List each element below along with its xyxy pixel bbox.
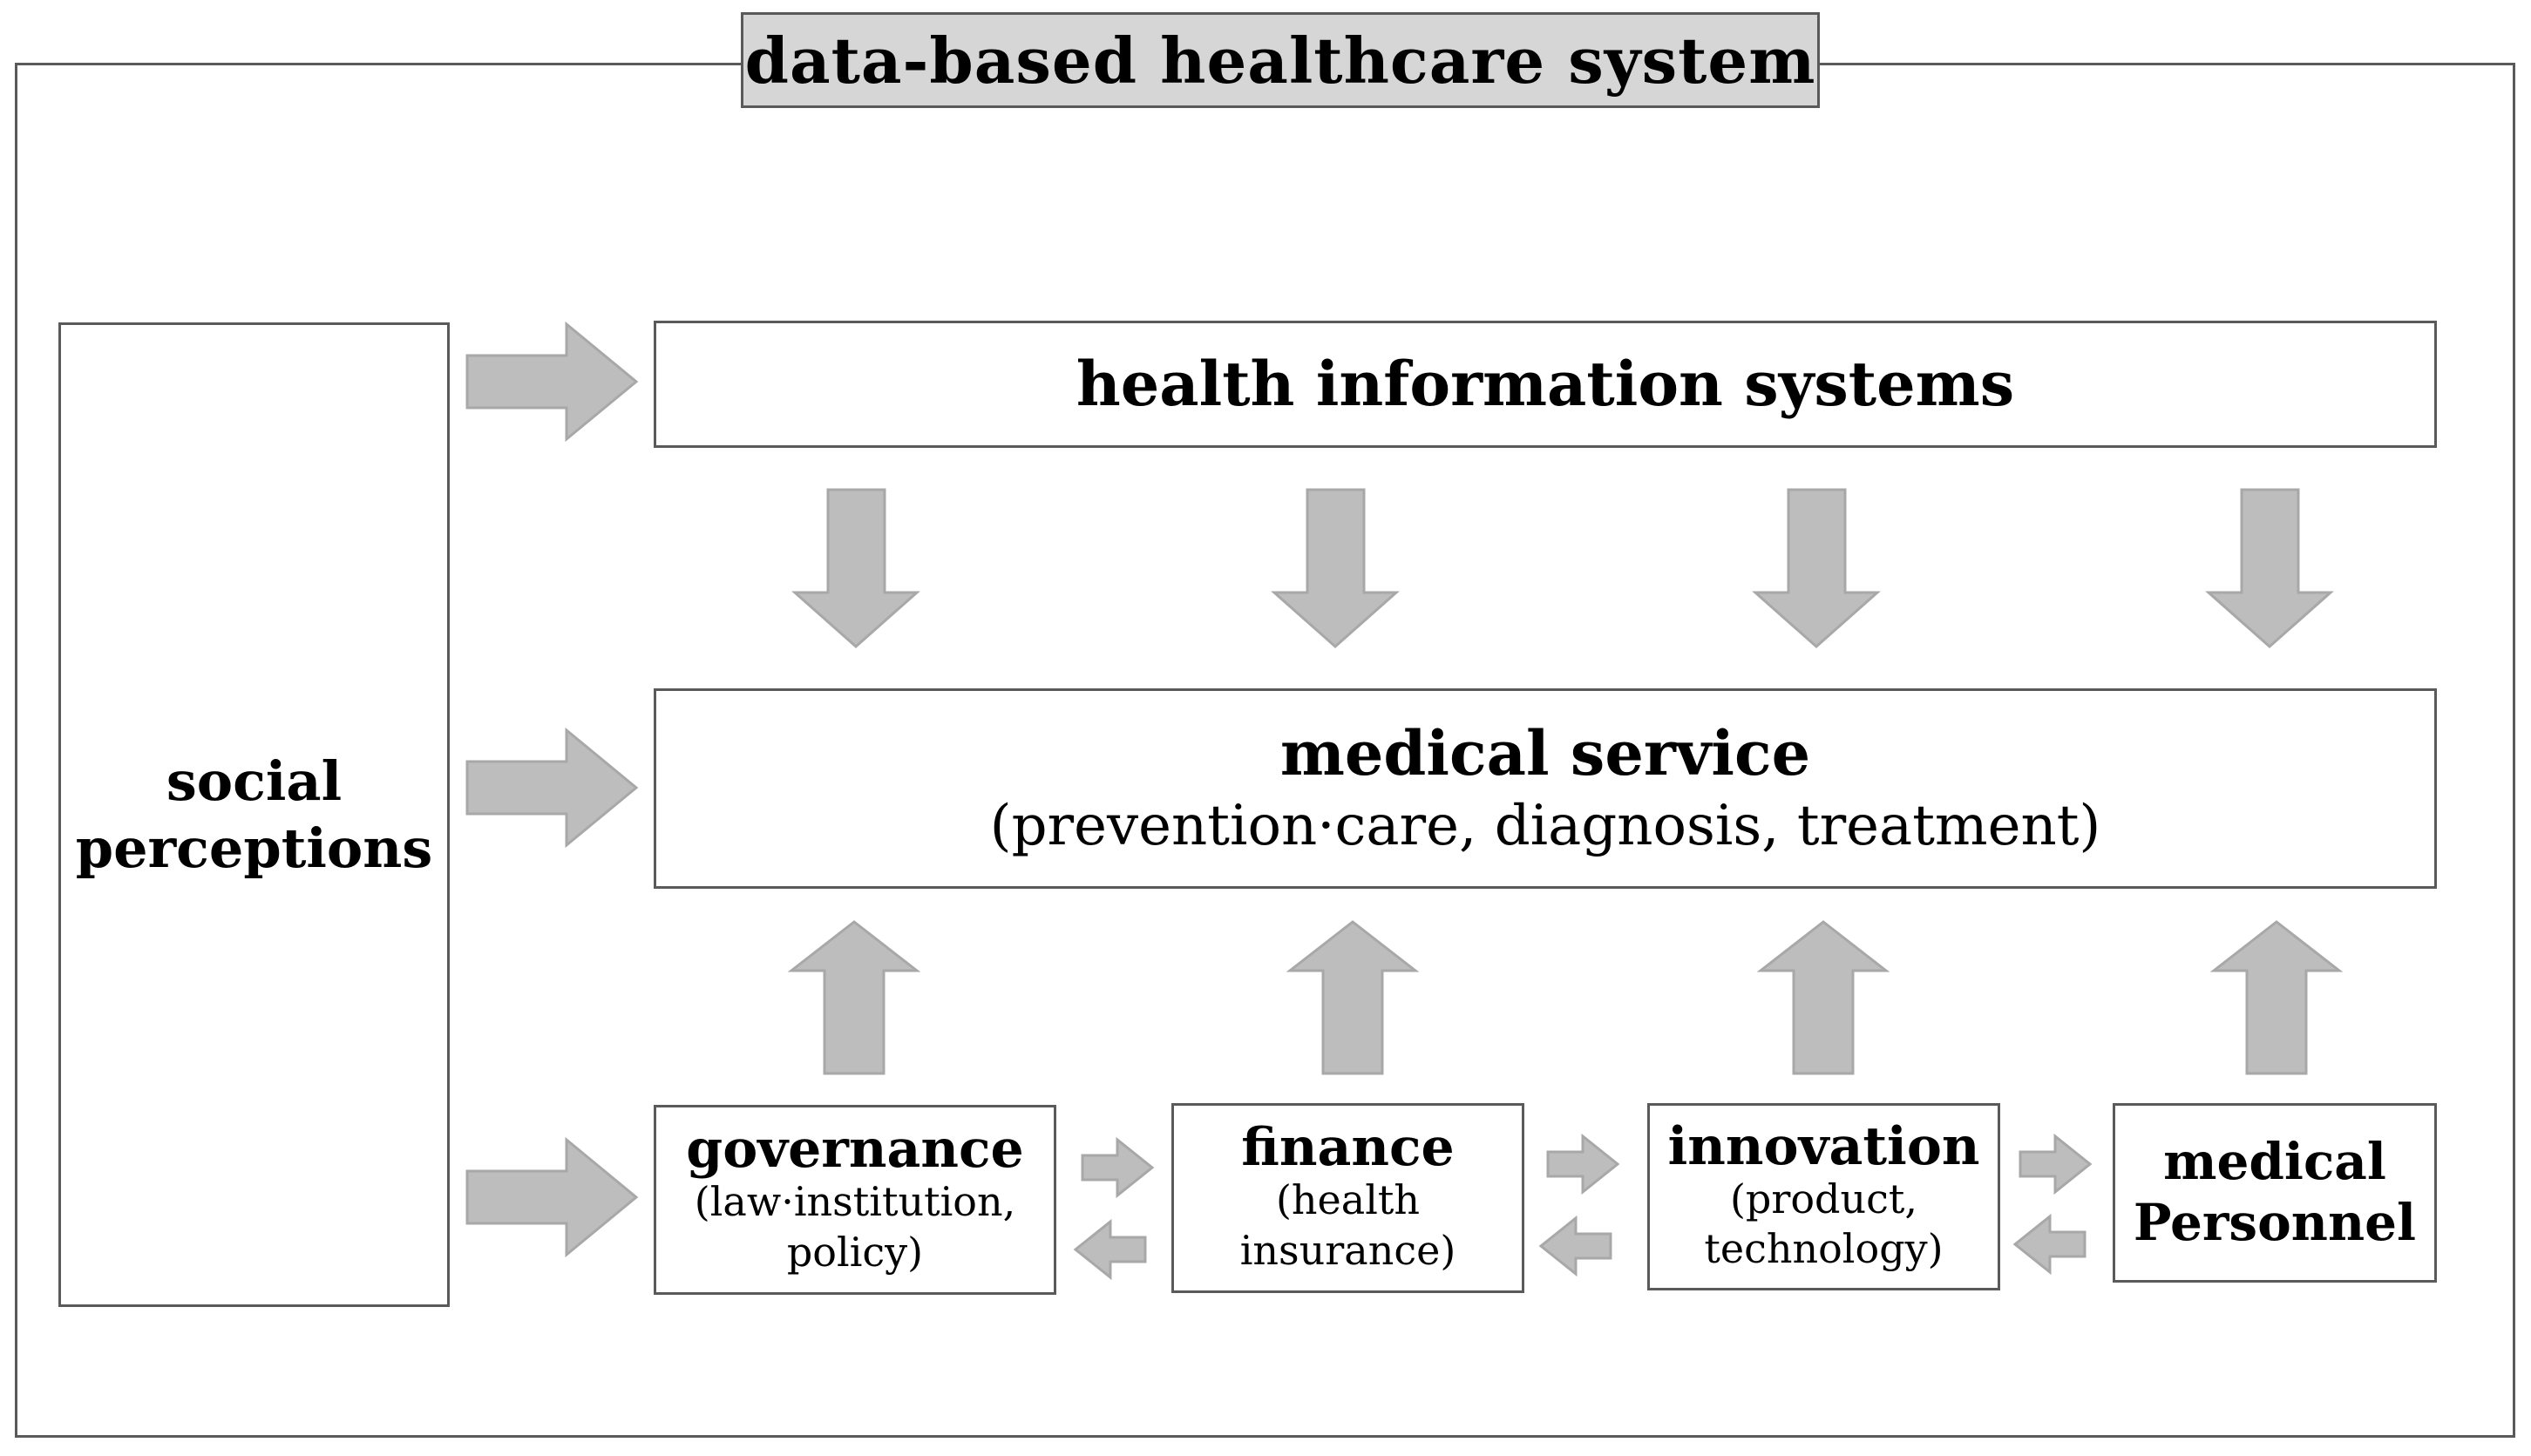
social-perceptions-line1: social	[166, 748, 343, 813]
medical-personnel-box: medical Personnel	[2113, 1103, 2437, 1283]
health-information-systems-label: health information systems	[1076, 348, 2015, 421]
finance-line1: (health	[1275, 1176, 1421, 1223]
arrow-innovation-to-personnel	[2019, 1133, 2093, 1195]
medical-service-title: medical service	[1279, 716, 1811, 789]
arrow-finance-to-innovation	[1546, 1133, 1620, 1195]
diagram-title-box: data-based healthcare system	[741, 12, 1820, 108]
right-arrow-to-governance	[465, 1136, 639, 1258]
up-arrow-innovation	[1756, 920, 1890, 1075]
diagram-title: data-based healthcare system	[744, 23, 1816, 98]
innovation-line2: technology)	[1704, 1225, 1944, 1272]
medical-personnel-line1: medical	[2163, 1132, 2386, 1192]
finance-title: finance	[1241, 1117, 1455, 1178]
social-perceptions-box: social perceptions	[58, 322, 450, 1307]
up-arrow-governance	[787, 920, 921, 1075]
down-arrow-1	[791, 488, 920, 649]
down-arrow-3	[1752, 488, 1881, 649]
governance-line1: (law·institution,	[694, 1178, 1016, 1225]
governance-title: governance	[686, 1119, 1024, 1180]
medical-service-box: medical service (prevention·care, diagno…	[654, 688, 2437, 889]
up-arrow-finance	[1286, 920, 1420, 1075]
innovation-line1: (product,	[1729, 1175, 1918, 1222]
innovation-title: innovation	[1667, 1115, 1980, 1177]
health-information-systems-box: health information systems	[654, 321, 2437, 448]
arrow-innovation-to-finance	[1538, 1215, 1612, 1277]
arrow-gov-to-finance	[1081, 1136, 1155, 1199]
governance-box: governance (law·institution, policy)	[654, 1105, 1056, 1295]
social-perceptions-line2: perceptions	[75, 816, 433, 880]
innovation-box: innovation (product, technology)	[1647, 1103, 2000, 1290]
right-arrow-to-his	[465, 321, 639, 443]
finance-box: finance (health insurance)	[1171, 1103, 1524, 1293]
down-arrow-2	[1271, 488, 1400, 649]
finance-line2: insurance)	[1239, 1226, 1456, 1274]
governance-line2: policy)	[786, 1228, 924, 1276]
arrow-personnel-to-innovation	[2012, 1213, 2087, 1276]
up-arrow-personnel	[2209, 920, 2344, 1075]
arrow-finance-to-gov	[1073, 1218, 1147, 1281]
medical-service-subtitle: (prevention·care, diagnosis, treatment)	[989, 794, 2101, 859]
medical-personnel-line2: Personnel	[2133, 1193, 2417, 1252]
down-arrow-4	[2205, 488, 2334, 649]
right-arrow-to-medical-service	[465, 727, 639, 849]
